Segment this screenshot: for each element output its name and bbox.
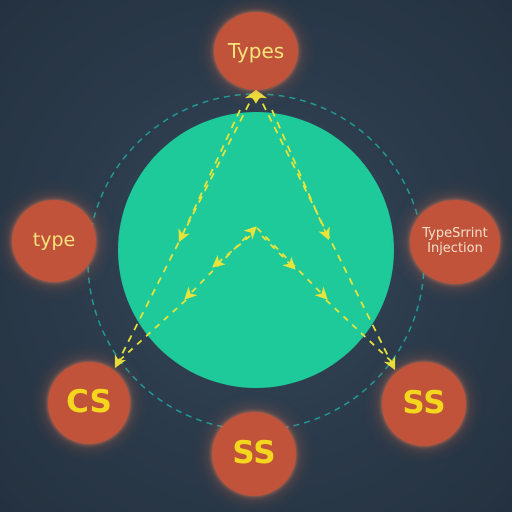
node-typescript-injection-label: TypeSrrint Injection — [422, 226, 488, 257]
arrow-chevron-mid-left — [212, 235, 251, 268]
node-cs-label: CS — [66, 384, 112, 421]
arrow-lower-right — [325, 299, 393, 363]
node-ss-bottom: SS — [212, 412, 296, 496]
node-ss-right: SS — [382, 362, 466, 446]
arrow-inner-left — [178, 109, 241, 243]
node-cs: CS — [48, 362, 130, 444]
arrow-lower-left — [119, 299, 187, 361]
node-ss-bottom-label: SS — [232, 435, 276, 472]
node-type-label: type — [32, 229, 76, 252]
arrow-group-inner — [119, 226, 393, 363]
node-typescript-injection-line1: TypeSrrint — [422, 226, 488, 242]
center-circle — [118, 112, 394, 388]
node-typescript-injection-line2: Injection — [427, 241, 483, 256]
node-typescript-injection: TypeSrrint Injection — [410, 200, 500, 284]
arrow-group-outer — [114, 89, 396, 371]
node-type: type — [12, 200, 96, 282]
arrow-chevron-mid-right — [261, 235, 296, 270]
node-ss-right-label: SS — [402, 385, 446, 422]
arrow-inner-right — [271, 109, 330, 241]
node-types-label: Types — [227, 38, 285, 63]
node-types: Types — [214, 12, 298, 90]
